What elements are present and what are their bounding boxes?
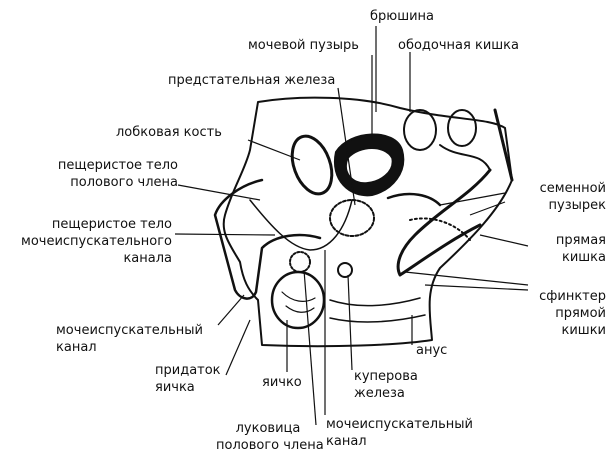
- label-cowper-gland-line-1: куперова: [354, 369, 418, 384]
- label-bulb-line-2: полового члена: [216, 438, 324, 453]
- label-urethra-bottom-line-2: канал: [326, 434, 367, 449]
- label-pubic-bone: лобковая кость: [116, 125, 222, 140]
- penis-shape: [213, 178, 322, 300]
- label-urethra-bottom: мочеиспускательный канал: [326, 416, 473, 450]
- label-corpus-spongiosum-line-3: канала: [123, 251, 172, 266]
- label-urethra-bottom-line-1: мочеиспускательный: [326, 417, 473, 432]
- label-epididymis: придаток яичка: [155, 362, 221, 396]
- prostate-shape: [329, 199, 375, 237]
- seminal-vesicle-shape: [386, 192, 442, 207]
- label-bulb-line-1: луковица: [235, 421, 301, 436]
- label-testis: яичко: [262, 375, 302, 390]
- label-corpus-spongiosum: пещеристое тело мочеиспускательного кана…: [10, 216, 172, 267]
- label-cowper-gland-line-2: железа: [354, 386, 405, 401]
- label-anal-sphincter-line-1: сфинктер: [539, 289, 606, 304]
- label-colon: ободочная кишка: [398, 38, 519, 53]
- urethra-shape: [249, 199, 353, 251]
- label-prostate: предстательная железа: [168, 73, 336, 88]
- label-urethra-left-line-1: мочеиспускательный: [56, 323, 203, 338]
- label-peritoneum: брюшина: [370, 9, 435, 24]
- label-urethra-left-line-2: канал: [56, 340, 97, 355]
- bulb-shape: [289, 251, 311, 273]
- label-seminal-vesicle-line-1: семенной: [539, 181, 606, 196]
- label-seminal-vesicle: семенной пузырек: [500, 180, 606, 214]
- label-corpus-cavernosum: пещеристое тело полового члена: [40, 157, 178, 191]
- label-epididymis-line-2: яичка: [155, 380, 195, 395]
- label-corpus-cavernosum-line-1: пещеристое тело: [57, 158, 178, 173]
- label-corpus-spongiosum-line-1: пещеристое тело: [51, 217, 172, 232]
- label-bladder: мочевой пузырь: [248, 38, 359, 53]
- label-anal-sphincter: сфинктер прямой кишки: [520, 288, 606, 339]
- label-rectum-line-2: кишка: [561, 250, 606, 265]
- label-epididymis-line-1: придаток: [155, 363, 221, 378]
- label-anal-sphincter-line-2: прямой: [555, 306, 606, 321]
- label-seminal-vesicle-line-2: пузырек: [548, 198, 606, 213]
- rectum-shape: [396, 168, 492, 277]
- label-corpus-spongiosum-line-2: мочеиспускательного: [21, 234, 172, 249]
- colon-shape: [403, 109, 437, 151]
- cowper-shape: [337, 262, 353, 278]
- label-cowper-gland: куперова железа: [354, 368, 418, 402]
- label-bulb: луковица полового члена: [216, 420, 324, 454]
- label-urethra-left: мочеиспускательный канал: [56, 322, 203, 356]
- label-corpus-cavernosum-line-2: полового члена: [70, 175, 178, 190]
- label-rectum: прямая кишка: [520, 232, 606, 266]
- label-anal-sphincter-line-3: кишки: [561, 323, 607, 338]
- testis-shape: [270, 270, 326, 330]
- label-rectum-line-1: прямая: [555, 233, 606, 248]
- label-anus: анус: [416, 343, 448, 358]
- pubic-bone-shape: [290, 134, 334, 196]
